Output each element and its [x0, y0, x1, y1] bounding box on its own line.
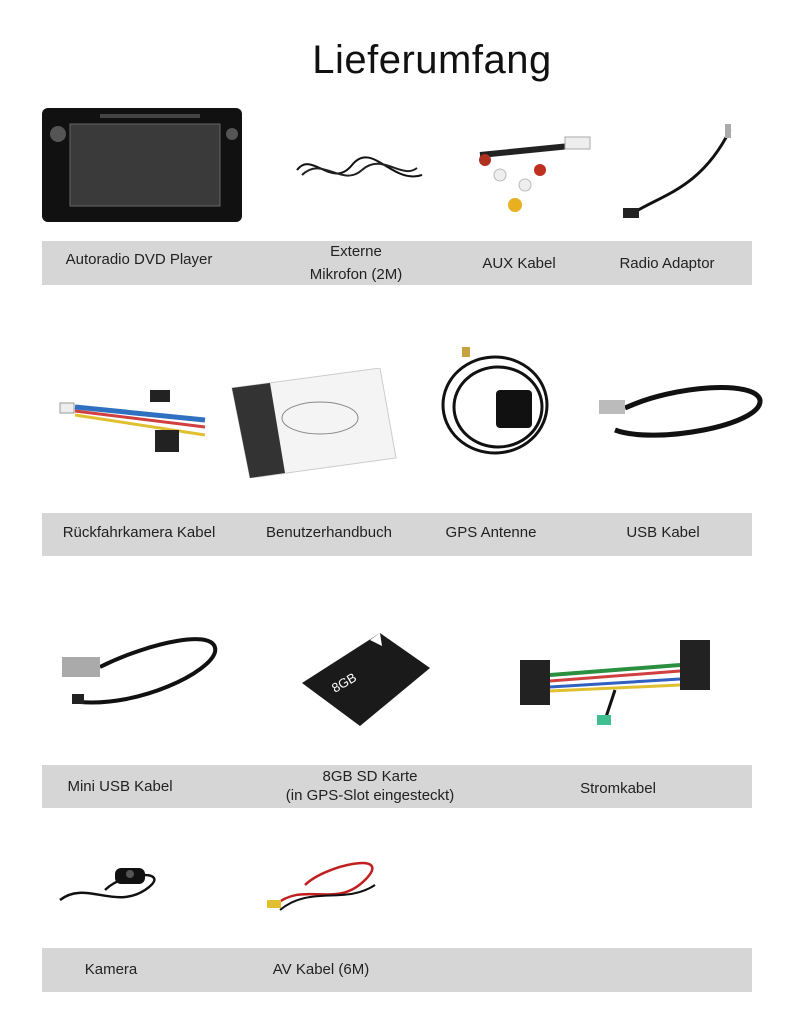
label-bar-row-4 [42, 948, 752, 992]
label-bar-row-2 [42, 513, 752, 556]
aux-cable-icon [479, 136, 591, 212]
item-label: GPS Antenne [445, 524, 537, 541]
camera-cable-icon [59, 390, 206, 452]
label-bar-row-1 [42, 241, 752, 285]
item-label-line2: Mikrofon (2M) [309, 266, 403, 283]
page-title: Lieferumfang [312, 38, 552, 82]
car-radio-icon [42, 108, 242, 222]
item-label: USB Kabel [626, 524, 700, 541]
gps-antenna-icon [441, 347, 549, 455]
manual-icon [231, 368, 397, 478]
item-label: AUX Kabel [482, 255, 556, 272]
av-cable-icon [267, 861, 376, 911]
usb-cable-icon [599, 385, 763, 438]
microphone-icon [296, 156, 423, 178]
sd-card-icon: 8GB [302, 633, 430, 726]
label-bar-row-3 [42, 765, 752, 808]
item-label: Stromkabel [580, 780, 656, 797]
item-label-line1: 8GB SD Karte [322, 768, 418, 785]
item-label: Mini USB Kabel [67, 778, 173, 795]
item-label: Rückfahrkamera Kabel [62, 524, 216, 541]
power-cable-icon [520, 640, 710, 725]
item-label-line2: (in GPS-Slot eingesteckt) [285, 787, 455, 804]
radio-adapter-icon [623, 124, 732, 218]
item-label-line1: Externe [330, 243, 382, 260]
item-label: Autoradio DVD Player [65, 251, 213, 268]
item-label: Kamera [84, 961, 138, 978]
item-label: Benutzerhandbuch [266, 524, 392, 541]
camera-icon [59, 868, 156, 902]
mini-usb-cable-icon [62, 637, 218, 705]
item-label: AV Kabel (6M) [272, 961, 370, 978]
item-label: Radio Adaptor [619, 255, 715, 272]
